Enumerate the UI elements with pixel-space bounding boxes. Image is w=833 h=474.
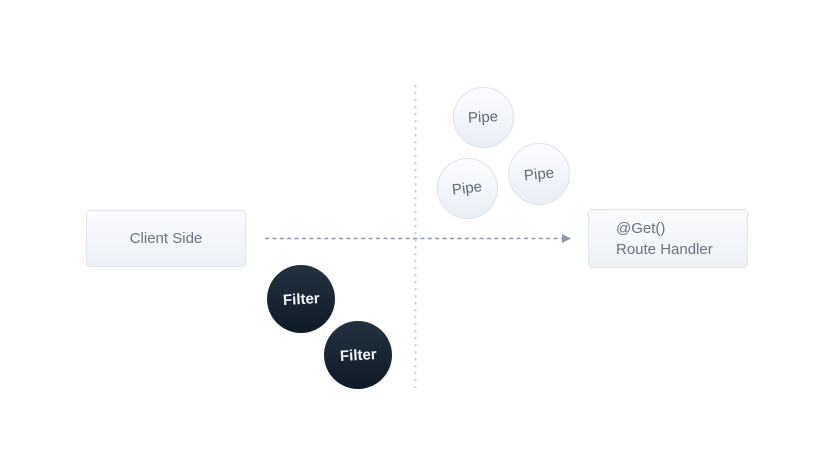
arrowhead-icon (562, 234, 571, 243)
route-handler-text: @Get() Route Handler (616, 218, 713, 260)
route-handler-label: Route Handler (616, 240, 713, 258)
filter-label: Filter (339, 345, 377, 365)
filter-label: Filter (282, 289, 320, 309)
pipe-node: Pipe (453, 87, 514, 148)
pipe-node: Pipe (437, 158, 498, 219)
client-side-label: Client Side (129, 230, 203, 247)
route-handler-box: @Get() Route Handler (588, 209, 748, 268)
filter-node: Filter (267, 265, 335, 333)
route-handler-decorator: @Get() (616, 219, 666, 237)
pipe-label: Pipe (451, 178, 484, 199)
pipe-node: Pipe (508, 143, 570, 205)
pipe-label: Pipe (523, 163, 555, 185)
filter-node: Filter (324, 321, 392, 389)
pipe-label: Pipe (468, 108, 499, 127)
client-side-box: Client Side (86, 210, 246, 267)
